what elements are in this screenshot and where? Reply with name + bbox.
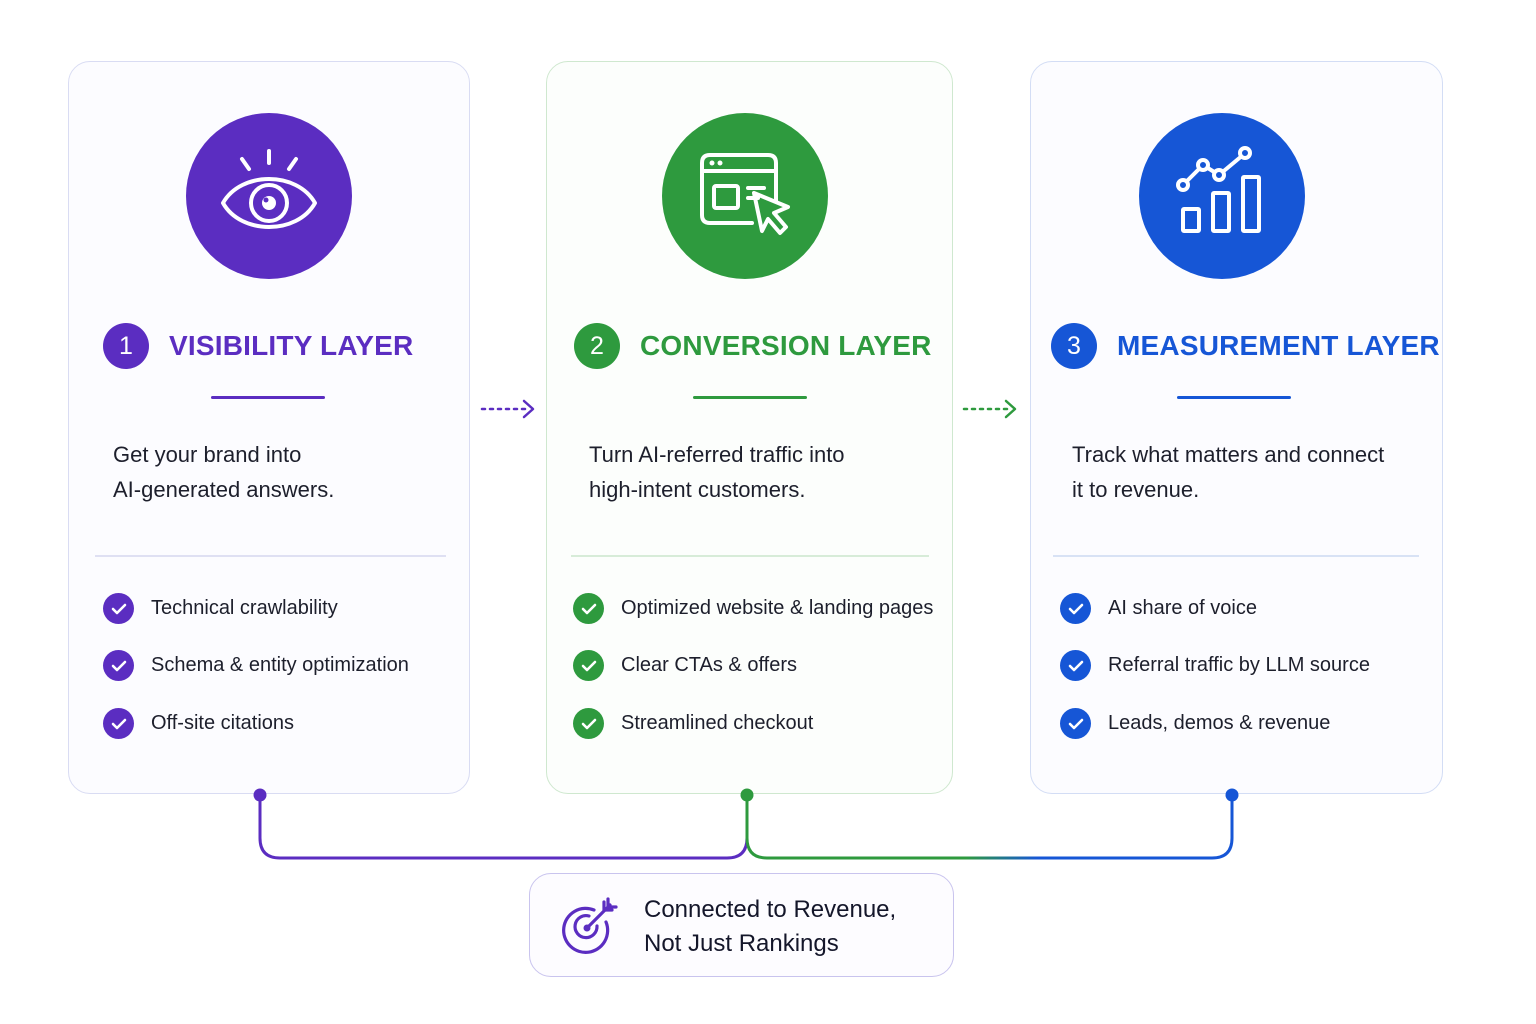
list-item-label: AI share of voice <box>1108 597 1257 619</box>
measurement-layer-heading: 3 MEASUREMENT LAYER <box>1031 323 1442 369</box>
check-icon <box>573 593 604 624</box>
description-line: it to revenue. <box>1072 477 1200 502</box>
list-item-label: Technical crawlability <box>151 597 338 619</box>
flow-arrow-icon <box>480 399 535 419</box>
revenue-outcome-box: Connected to Revenue, Not Just Rankings <box>529 873 954 977</box>
check-icon <box>103 593 134 624</box>
step-number-badge: 2 <box>574 323 620 369</box>
list-item-label: Off-site citations <box>151 712 295 734</box>
list-item-label: Streamlined checkout <box>621 712 814 734</box>
description-line: high-intent customers. <box>589 477 806 502</box>
check-icon <box>103 708 134 739</box>
layer-title: VISIBILITY LAYER <box>169 330 414 361</box>
list-item: Schema & entity optimization <box>103 650 409 681</box>
list-item: Referral traffic by LLM source <box>1060 650 1370 681</box>
list-item-label: Optimized website & landing pages <box>621 597 934 619</box>
title-underline <box>1177 396 1291 399</box>
list-item: Optimized website & landing pages <box>573 593 933 624</box>
flow-arrow-icon <box>962 399 1017 419</box>
check-icon <box>1060 593 1091 624</box>
card-divider <box>571 555 929 557</box>
list-item: Leads, demos & revenue <box>1060 708 1330 739</box>
description-line: AI-generated answers. <box>113 477 335 502</box>
measurement-icon-circle <box>1139 113 1305 279</box>
step-number-badge: 3 <box>1051 323 1097 369</box>
list-item: Clear CTAs & offers <box>573 650 797 681</box>
list-item: Off-site citations <box>103 708 294 739</box>
title-underline <box>211 396 325 399</box>
visibility-layer-heading: 1 VISIBILITY LAYER <box>69 323 469 369</box>
conversion-layer-heading: 2 CONVERSION LAYER <box>547 323 952 369</box>
step-number-badge: 1 <box>103 323 149 369</box>
check-icon <box>103 650 134 681</box>
conversion-icon-circle <box>662 113 828 279</box>
check-icon <box>1060 650 1091 681</box>
list-item-label: Clear CTAs & offers <box>621 654 797 676</box>
title-underline <box>693 396 807 399</box>
visibility-icon-circle <box>186 113 352 279</box>
layer-description: Track what matters and connect it to rev… <box>1072 437 1384 507</box>
check-icon <box>573 650 604 681</box>
conversion-layer-card: 2 CONVERSION LAYER Turn AI-referred traf… <box>546 61 953 794</box>
check-icon <box>573 708 604 739</box>
list-item: Streamlined checkout <box>573 708 813 739</box>
description-line: Turn AI-referred traffic into <box>589 442 845 467</box>
list-item: AI share of voice <box>1060 593 1257 624</box>
measurement-layer-card: 3 MEASUREMENT LAYER Track what matters a… <box>1030 61 1443 794</box>
eye-icon <box>221 149 317 229</box>
description-line: Track what matters and connect <box>1072 442 1385 467</box>
card-divider <box>1053 555 1419 557</box>
layer-description: Get your brand into AI-generated answers… <box>113 437 334 507</box>
list-item-label: Leads, demos & revenue <box>1108 712 1331 734</box>
browser-cursor-icon <box>700 153 790 235</box>
card-divider <box>95 555 446 557</box>
list-item-label: Schema & entity optimization <box>151 654 409 676</box>
outcome-line: Not Just Rankings <box>644 930 839 957</box>
layer-title: CONVERSION LAYER <box>640 330 932 361</box>
description-line: Get your brand into <box>113 442 302 467</box>
layer-title: MEASUREMENT LAYER <box>1117 330 1440 361</box>
target-arrow-icon <box>562 897 618 954</box>
check-icon <box>1060 708 1091 739</box>
layer-description: Turn AI-referred traffic into high-inten… <box>589 437 845 507</box>
outcome-line: Connected to Revenue, <box>644 896 897 923</box>
list-item: Technical crawlability <box>103 593 338 624</box>
list-item-label: Referral traffic by LLM source <box>1108 654 1370 676</box>
outcome-text: Connected to Revenue, Not Just Rankings <box>644 893 896 961</box>
visibility-layer-card: 1 VISIBILITY LAYER Get your brand into A… <box>68 61 470 794</box>
bar-chart-trend-icon <box>1176 146 1261 233</box>
